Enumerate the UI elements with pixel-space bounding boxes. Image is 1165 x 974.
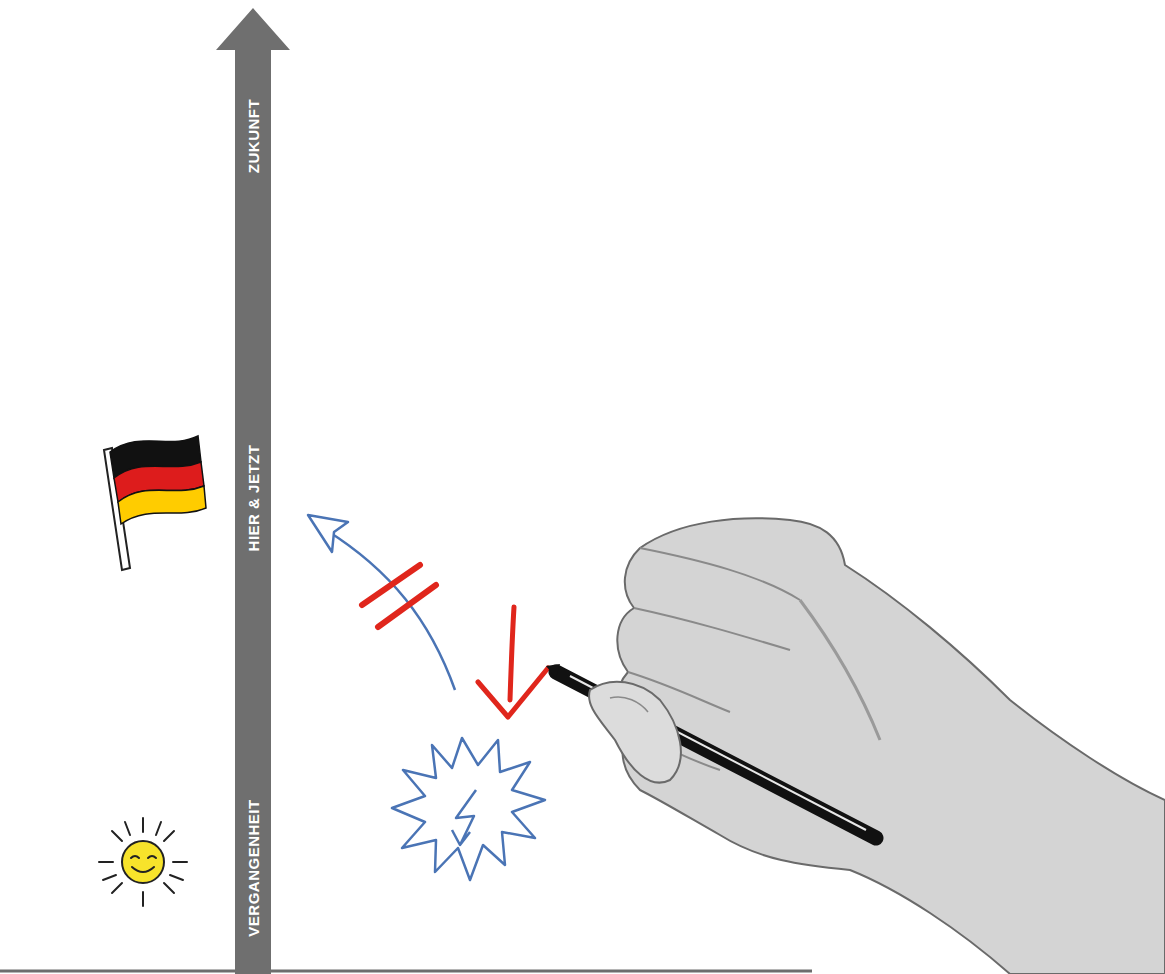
base-line xyxy=(0,970,812,973)
hand-with-pen xyxy=(546,518,1165,974)
sun-symbol xyxy=(99,818,187,906)
timeline-arrow-fill xyxy=(216,8,290,974)
blocked-mark xyxy=(362,565,436,627)
time-label: HIER & JETZT xyxy=(245,445,262,552)
time-label: ZUKUNFT xyxy=(245,99,262,173)
timeline-arrow: ZUKUNFT HIER & JETZT VERGANGENHEIT xyxy=(216,8,290,974)
german-flag xyxy=(104,436,206,570)
explosion-symbol xyxy=(392,738,545,880)
red-arrow xyxy=(478,607,548,717)
time-label: VERGANGENHEIT xyxy=(245,799,262,936)
blue-arrow xyxy=(308,515,455,690)
